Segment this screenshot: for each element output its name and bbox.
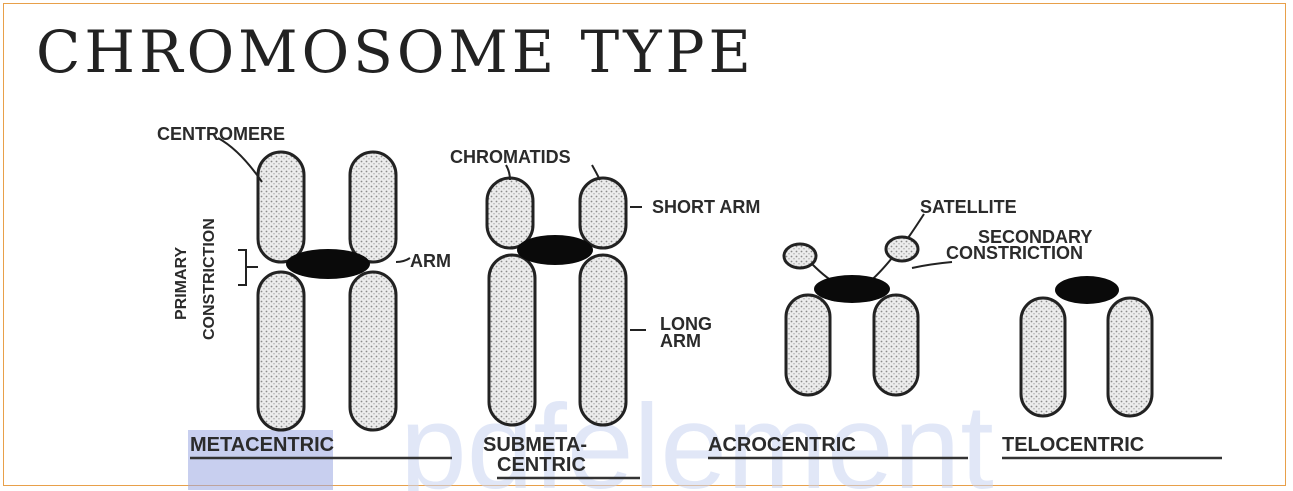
satellite-leader bbox=[908, 214, 924, 238]
centromere-leader bbox=[218, 138, 262, 182]
chromatid-lower-right bbox=[350, 272, 396, 430]
centromere bbox=[1055, 276, 1119, 304]
chromatid-right bbox=[1108, 298, 1152, 416]
primary-constriction-label-line2: CONSTRICTION bbox=[201, 218, 218, 340]
chromatid-upper-left bbox=[487, 178, 533, 248]
chromatid-upper-left bbox=[258, 152, 304, 262]
primary-constriction-label-line1: PRIMARY bbox=[173, 246, 190, 320]
arm-leader bbox=[396, 258, 410, 262]
centromere bbox=[286, 249, 370, 279]
centromere bbox=[517, 235, 593, 265]
chromatid-lower-left bbox=[489, 255, 535, 425]
telocentric-chromosome bbox=[1021, 276, 1152, 416]
acrocentric-label: ACROCENTRIC bbox=[708, 434, 856, 456]
centromere-label: CENTROMERE bbox=[157, 124, 285, 144]
telocentric-label: TELOCENTRIC bbox=[1002, 434, 1144, 456]
chromatid-right bbox=[874, 295, 918, 395]
metacentric-chromosome bbox=[258, 152, 396, 430]
satellite-left bbox=[784, 244, 816, 268]
submetacentric-label-line2: CENTRIC bbox=[497, 454, 586, 476]
acrocentric-chromosome bbox=[784, 237, 918, 395]
satellite-right bbox=[886, 237, 918, 261]
satellite-label: SATELLITE bbox=[920, 197, 1017, 217]
chromatids-label: CHROMATIDS bbox=[450, 147, 571, 167]
chromatid-upper-right bbox=[350, 152, 396, 262]
chromatid-lower-right bbox=[580, 255, 626, 425]
submetacentric-label-line1: SUBMETA- bbox=[483, 434, 587, 456]
metacentric-label: METACENTRIC bbox=[190, 434, 334, 456]
chromatid-left bbox=[1021, 298, 1065, 416]
arm-label: ARM bbox=[410, 251, 451, 271]
secondary-constriction-label-line2: CONSTRICTION bbox=[946, 243, 1083, 263]
chromatid-left bbox=[786, 295, 830, 395]
primary-constriction-bracket bbox=[238, 250, 258, 285]
chromatid-upper-right bbox=[580, 178, 626, 248]
chromatid-lower-left bbox=[258, 272, 304, 430]
long-arm-label-line2: ARM bbox=[660, 331, 701, 351]
short-arm-label: SHORT ARM bbox=[652, 197, 760, 217]
centromere bbox=[814, 275, 890, 303]
